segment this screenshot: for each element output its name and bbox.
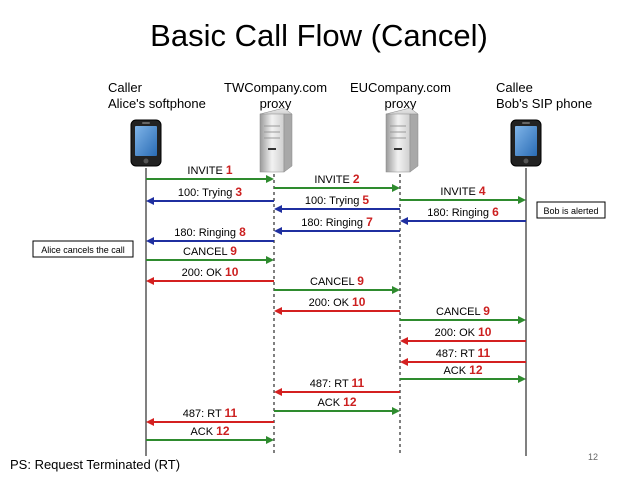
message-arrow: 200: OK 10 (400, 325, 526, 345)
arrow-head (400, 358, 408, 366)
message-label: CANCEL 9 (436, 304, 490, 318)
message-label: INVITE 1 (187, 163, 233, 177)
entity-label-tw: TWCompany.com proxy (224, 80, 327, 112)
entity-role: TWCompany.com (224, 80, 328, 95)
entity-label-eu: EUCompany.com proxy (350, 80, 451, 112)
server-icon (385, 107, 419, 173)
arrow-head (146, 277, 154, 285)
arrow-head (274, 227, 282, 235)
arrow-head (518, 316, 526, 324)
arrow-head (392, 407, 400, 415)
message-arrow: 487: RT 11 (274, 376, 400, 396)
message-label: INVITE 4 (440, 184, 486, 198)
message-label: ACK 12 (190, 424, 229, 438)
message-arrow: 180: Ringing 8 (146, 225, 274, 245)
arrow-head (266, 175, 274, 183)
message-label: 100: Trying 3 (178, 185, 242, 199)
entity-label-alice: Caller Alice's softphone (108, 80, 206, 112)
message-arrow: 487: RT 11 (400, 346, 526, 366)
slide-title: Basic Call Flow (Cancel) (150, 18, 488, 53)
message-arrow: 100: Trying 3 (146, 185, 274, 205)
message-label: 180: Ringing 7 (301, 215, 373, 229)
arrow-head (266, 256, 274, 264)
footnote: PS: Request Terminated (RT) (10, 457, 181, 472)
message-label: CANCEL 9 (183, 244, 237, 258)
entity-desc: Alice's softphone (108, 96, 206, 111)
message-label: 100: Trying 5 (305, 193, 369, 207)
message-label: INVITE 2 (314, 172, 360, 186)
message-label: 487: RT 11 (183, 406, 238, 420)
entity-label-bob: Callee Bob's SIP phone (496, 80, 592, 112)
arrow-head (146, 197, 154, 205)
note-bob-alerted: Bob is alerted (543, 206, 598, 216)
message-label: 200: OK 10 (435, 325, 492, 339)
phone-icon (510, 119, 542, 167)
server-icon (259, 107, 293, 173)
message-arrow: INVITE 2 (274, 172, 400, 192)
arrow-head (400, 337, 408, 345)
arrow-head (146, 418, 154, 426)
note-box-alice-cancels (32, 240, 134, 258)
message-label: 200: OK 10 (182, 265, 239, 279)
message-label: 180: Ringing 8 (174, 225, 246, 239)
arrow-head (146, 237, 154, 245)
message-arrow: 200: OK 10 (146, 265, 274, 285)
entity-desc: proxy (259, 96, 292, 111)
message-label: 487: RT 11 (436, 346, 491, 360)
message-arrow: 100: Trying 5 (274, 193, 400, 213)
message-arrow: CANCEL 9 (146, 244, 274, 264)
arrow-head (266, 436, 274, 444)
message-arrow: 180: Ringing 6 (400, 205, 526, 225)
entity-desc: Bob's SIP phone (496, 96, 593, 111)
page-number: 12 (588, 452, 599, 462)
message-label: 180: Ringing 6 (427, 205, 499, 219)
message-arrow: INVITE 4 (400, 184, 526, 204)
message-arrow: 180: Ringing 7 (274, 215, 400, 235)
message-arrow: ACK 12 (400, 363, 526, 383)
message-layer: INVITE 1 100: Trying 3 INVITE 2 100: Trying… (146, 163, 526, 444)
message-label: CANCEL 9 (310, 274, 364, 288)
entity-desc: proxy (384, 96, 417, 111)
arrow-head (400, 217, 408, 225)
message-arrow: ACK 12 (146, 424, 274, 444)
message-arrow: CANCEL 9 (400, 304, 526, 324)
entity-role: Callee (496, 80, 533, 95)
entity-role: Caller (108, 80, 142, 95)
note-box-bob-alerted (536, 201, 606, 219)
message-label: ACK 12 (443, 363, 482, 377)
arrow-head (274, 307, 282, 315)
arrow-head (274, 205, 282, 213)
message-arrow: INVITE 1 (146, 163, 274, 183)
message-arrow: ACK 12 (274, 395, 400, 415)
message-arrow: 200: OK 10 (274, 295, 400, 315)
message-arrow: CANCEL 9 (274, 274, 400, 294)
arrow-head (518, 196, 526, 204)
message-label: 200: OK 10 (309, 295, 366, 309)
arrow-head (518, 375, 526, 383)
entity-role: EUCompany.com (350, 80, 451, 95)
message-label: ACK 12 (317, 395, 356, 409)
arrow-head (274, 388, 282, 396)
note-alice-cancels: Alice cancels the call (41, 245, 125, 255)
message-label: 487: RT 11 (310, 376, 365, 390)
phone-icon (130, 119, 162, 167)
arrow-head (392, 184, 400, 192)
arrow-head (392, 286, 400, 294)
message-arrow: 487: RT 11 (146, 406, 274, 426)
